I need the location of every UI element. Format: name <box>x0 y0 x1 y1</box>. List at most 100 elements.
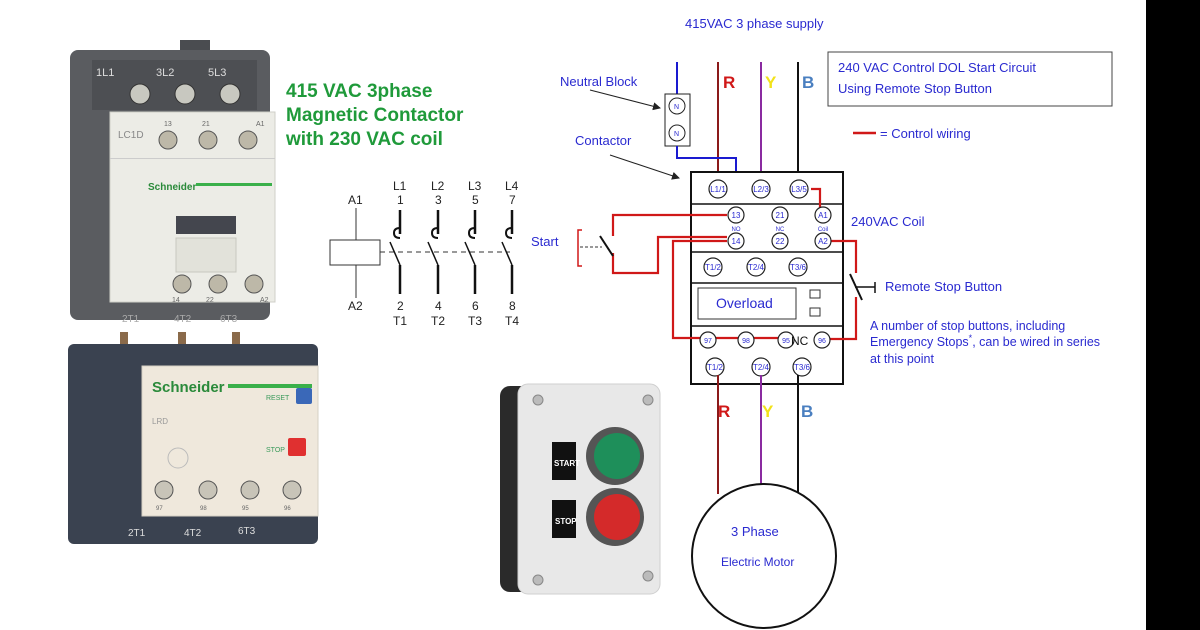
terminal: L3/5 <box>789 179 809 199</box>
pin <box>232 332 240 354</box>
terminal-circle <box>727 206 745 224</box>
pole-bottom-number: 4 <box>435 299 442 313</box>
terminal-circle <box>699 331 717 349</box>
nc-label: NC <box>791 334 809 348</box>
motor-label: 3 Phase <box>731 524 779 539</box>
term-label: 4T2 <box>174 314 192 325</box>
divider <box>110 158 275 159</box>
term-label: 4T2 <box>184 528 202 539</box>
pole-load-label: T4 <box>505 314 519 328</box>
screw-icon <box>129 83 151 105</box>
aux-label: A1 <box>256 121 265 128</box>
arrow-icon <box>589 89 661 111</box>
phase-y-label: Y <box>762 402 774 421</box>
reset-button[interactable] <box>296 388 312 404</box>
info-line: Using Remote Stop Button <box>838 81 992 96</box>
terminal: L2/3 <box>751 179 771 199</box>
aux-label: 95 <box>242 506 249 512</box>
wire-start-14 <box>611 235 727 275</box>
terminal: T3/6 <box>788 257 808 277</box>
neutral-term-label: N <box>674 104 679 111</box>
terminal-sub-label: NO <box>732 227 741 233</box>
wire-l3-a1 <box>811 187 822 213</box>
dial-icon <box>167 447 189 469</box>
terminal: 95 <box>777 331 795 349</box>
terminal: 98 <box>737 331 755 349</box>
aux-label: 14 <box>172 297 180 304</box>
terminal-label: T2/4 <box>748 263 765 272</box>
screw-icon <box>282 480 302 500</box>
terminal-sub-label: Coil <box>818 227 828 233</box>
overload-display <box>697 287 797 320</box>
terminal-label: 22 <box>776 237 785 246</box>
terminal: T3/6 <box>792 357 812 377</box>
stop-button[interactable] <box>288 438 306 456</box>
screw-icon <box>642 570 654 582</box>
start-tag-label: START <box>554 459 580 468</box>
wire-a2-stop <box>830 239 858 273</box>
stop-label: STOP <box>266 447 285 454</box>
terminal-circle <box>814 206 832 224</box>
term-label: 6T3 <box>238 526 256 537</box>
terminal-circle <box>788 257 808 277</box>
term-label: 5L3 <box>208 67 226 79</box>
contact-hook <box>392 227 401 239</box>
note-emergency: Emergency Stops <box>870 335 969 349</box>
contact-hook <box>504 227 513 239</box>
contactor-photo: 1L1 3L2 5L3 LC1D 13 21 A1 Schneider 14 2… <box>70 40 276 325</box>
stop-push-button[interactable] <box>594 494 640 540</box>
arrow-icon <box>609 154 680 180</box>
contact-blade <box>427 241 439 266</box>
wire-13-start <box>611 213 727 236</box>
screw-icon <box>198 480 218 500</box>
phase-y-label: Y <box>765 73 777 92</box>
brand-logo: Schneider <box>148 182 196 193</box>
caption-line: 415 VAC 3phase <box>286 81 433 102</box>
terminal-circle <box>737 331 755 349</box>
coil-label: 240VAC Coil <box>851 214 925 229</box>
pole-top-number: 1 <box>397 193 404 207</box>
terminal-circle <box>751 179 771 199</box>
terminal: T1/2 <box>705 357 725 377</box>
contactor-label: Contactor <box>575 133 632 148</box>
right-border <box>1146 0 1200 630</box>
info-line: 240 VAC Control DOL Start Circuit <box>838 60 1036 75</box>
coil-top-label: A1 <box>348 193 363 207</box>
supply-label: 415VAC 3 phase supply <box>685 16 824 31</box>
pole-bottom-number: 6 <box>472 299 479 313</box>
phase-b-label: B <box>801 402 813 421</box>
model-label: LC1D <box>118 130 144 141</box>
screw-icon <box>532 574 544 586</box>
terminal-circle <box>777 331 795 349</box>
terminal-circle <box>705 357 725 377</box>
terminal-circle <box>789 179 809 199</box>
term-label: 1L1 <box>96 67 114 79</box>
term-label: 2T1 <box>128 528 146 539</box>
screw-icon <box>172 274 192 294</box>
caption-line: Magnetic Contactor <box>286 105 464 126</box>
aux-label: 97 <box>156 506 163 512</box>
start-push-button[interactable] <box>594 433 640 479</box>
remote-stop-label: Remote Stop Button <box>885 279 1002 294</box>
brand-stripe <box>228 384 312 388</box>
screw-icon <box>208 274 228 294</box>
screw-icon <box>642 394 654 406</box>
note-mark: * <box>969 333 973 343</box>
note-line: A number of stop buttons, including <box>870 319 1065 333</box>
stop-tag <box>552 500 576 538</box>
terminal: 22 <box>771 232 789 250</box>
aux-label: 96 <box>284 506 291 512</box>
start-switch-icon[interactable] <box>599 235 614 257</box>
brand-stripe <box>196 183 272 186</box>
terminal-label: 14 <box>732 237 741 246</box>
neutral-term-label: N <box>674 131 679 138</box>
note-series: , can be wired in series <box>972 335 1100 349</box>
pole-bottom-number: 2 <box>397 299 404 313</box>
terminal-label: T1/2 <box>705 263 722 272</box>
aux-label: 22 <box>206 297 214 304</box>
terminal-label: 21 <box>776 211 785 220</box>
contact-hook <box>430 227 439 239</box>
terminal-label: 97 <box>704 338 712 345</box>
indicator-window <box>176 216 236 234</box>
terminal: 96 <box>813 331 831 349</box>
